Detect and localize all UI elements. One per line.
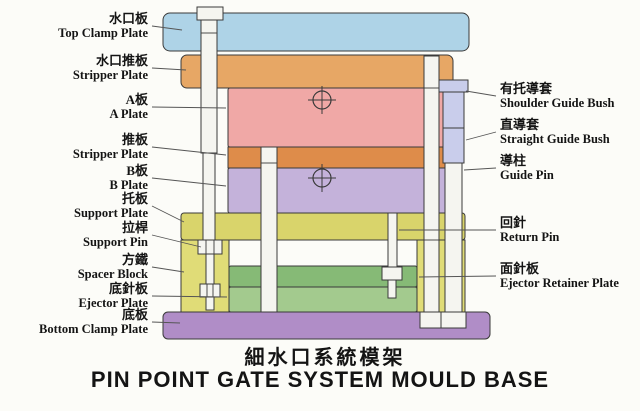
label-en: Ejector Plate (78, 296, 148, 310)
support-pin-stem (205, 253, 215, 285)
support-pin-head (196, 6, 224, 21)
leader-line (151, 67, 187, 71)
label-en: Ejector Retainer Plate (500, 276, 619, 290)
leader-line (465, 131, 497, 141)
label-zh: 推板 (121, 132, 148, 147)
label-ejector-retainer-plate: 面針板 Ejector Retainer Plate (500, 261, 640, 291)
label-en: A Plate (109, 107, 148, 121)
leader-line (151, 106, 227, 109)
leader-line (463, 167, 497, 171)
leader-line (418, 275, 497, 278)
label-en: Spacer Block (77, 267, 148, 281)
guide-bush-and-pin (438, 79, 469, 329)
return-pin-shaft (387, 212, 398, 268)
label-zh: 回針 (500, 215, 527, 230)
label-en: B Plate (109, 178, 148, 192)
support-pin-tip (205, 296, 215, 311)
label-en: Bottom Clamp Plate (38, 322, 148, 336)
guide-pin-head (440, 311, 467, 329)
runner-stripper-plate-shape (180, 54, 454, 89)
label-runner-stripper-plate: 水口推板 Stripper Plate (0, 53, 148, 83)
label-en: Stripper Plate (72, 68, 148, 82)
label-zh: 方鐵 (121, 252, 148, 267)
guide-pin-shaft (444, 162, 463, 313)
label-zh: 水口推板 (95, 53, 148, 68)
leader-line (151, 146, 227, 156)
label-en: Support Plate (74, 206, 148, 220)
support-pin-nut (199, 283, 221, 298)
label-zh: 拉桿 (121, 220, 148, 235)
long-guide-pin-shaft (423, 55, 440, 313)
shoulder-guide-bush-flange (438, 79, 469, 93)
label-zh: B板 (126, 163, 148, 178)
title-english: PIN POINT GATE SYSTEM MOULD BASE (90, 367, 550, 392)
label-spacer-block: 方鐵 Spacer Block (0, 252, 148, 282)
label-support-plate: 托板 Support Plate (0, 191, 148, 221)
label-en: Shoulder Guide Bush (500, 96, 615, 110)
label-zh: A板 (125, 92, 148, 107)
label-zh: 面針板 (500, 261, 540, 276)
label-en: Top Clamp Plate (58, 26, 148, 40)
support-pin (196, 6, 224, 311)
label-stripper-plate: 推板 Stripper Plate (0, 132, 148, 162)
label-zh: 導柱 (500, 153, 527, 168)
return-pin (381, 212, 403, 299)
label-bottom-clamp-plate: 底板 Bottom Clamp Plate (0, 307, 148, 337)
a-plate-shape (227, 87, 455, 148)
label-zh: 水口板 (108, 11, 148, 26)
label-top-clamp-plate: 水口板 Top Clamp Plate (0, 11, 148, 41)
guide-bush-body (442, 91, 465, 164)
support-pin-shaft (200, 19, 218, 154)
support-pin-collar (197, 239, 223, 255)
leader-line (151, 295, 228, 298)
long-guide-pin (419, 55, 444, 329)
label-en: Guide Pin (500, 168, 554, 182)
ejector-guide-pillar (260, 146, 278, 313)
leader-line (151, 25, 183, 31)
label-support-pin: 拉桿 Support Pin (0, 220, 148, 250)
leader-line (151, 321, 181, 324)
leader-line (151, 205, 185, 223)
label-en: Stripper Plate (72, 147, 148, 161)
leader-line (151, 266, 185, 273)
long-guide-pin-head (419, 311, 444, 329)
label-zh: 底板 (121, 307, 148, 322)
leader-lines (151, 25, 497, 324)
label-ejector-plate: 底針板 Ejector Plate (0, 281, 148, 311)
label-en: Return Pin (500, 230, 560, 244)
label-shoulder-guide-bush: 有托導套 Shoulder Guide Bush (500, 81, 640, 111)
label-b-plate: B板 B Plate (0, 163, 148, 193)
label-guide-pin: 導柱 Guide Pin (500, 153, 640, 183)
label-zh: 托板 (121, 191, 148, 206)
label-return-pin: 回針 Return Pin (500, 215, 640, 245)
top-clamp-plate-shape (162, 12, 470, 52)
label-a-plate: A板 A Plate (0, 92, 148, 122)
ejector-guide-pillar-shape (260, 146, 278, 313)
label-en: Straight Guide Bush (500, 132, 610, 146)
support-plate-shape (180, 212, 466, 241)
label-zh: 有托導套 (500, 81, 553, 96)
return-pin-head (381, 266, 403, 281)
label-en: Support Pin (83, 235, 148, 249)
screw-symbols (308, 86, 336, 192)
leader-line (151, 177, 227, 187)
label-zh: 直導套 (500, 117, 540, 132)
title-chinese: 細水口系統模架 (244, 347, 406, 369)
label-zh: 底針板 (108, 281, 148, 296)
label-straight-guide-bush: 直導套 Straight Guide Bush (500, 117, 640, 147)
leader-line (151, 234, 202, 248)
leader-line (465, 90, 497, 97)
support-pin-shaft-lower (202, 152, 216, 241)
return-pin-screw (387, 279, 397, 299)
